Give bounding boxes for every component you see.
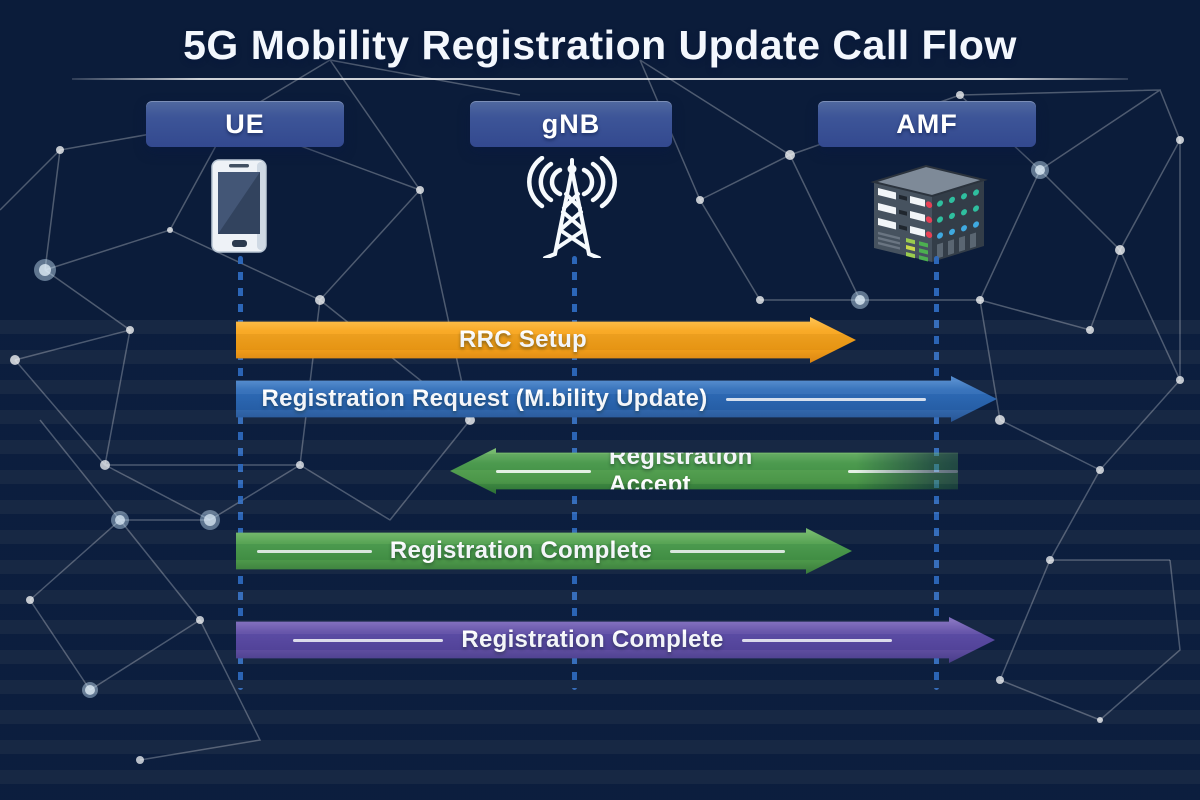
message-arrow-registration-complete-gnb: Registration Complete [236, 528, 852, 574]
smartphone-icon [211, 159, 267, 253]
message-label: Registration Complete [389, 537, 653, 564]
entity-label-ue: UE [225, 108, 265, 139]
title-underline [72, 78, 1128, 80]
lifeline-ue [238, 256, 243, 690]
message-arrow-registration-complete-amf: Registration Complete [236, 617, 995, 663]
message-label: RRC Setup [458, 326, 588, 353]
radio-tower-icon [527, 156, 617, 258]
entity-box-gnb: gNB [470, 101, 672, 147]
arrow-line-decoration [742, 639, 892, 642]
arrow-line-decoration [726, 398, 926, 401]
message-arrow-registration-request: Registration Request (M.bility Update) [236, 376, 997, 422]
entity-box-amf: AMF [818, 101, 1036, 147]
entity-label-gnb: gNB [541, 108, 601, 139]
arrow-line-decoration [293, 639, 443, 642]
message-arrow-registration-accept: Registration Accept [450, 448, 958, 494]
message-label: Registration Request (M.bility Update) [261, 385, 708, 412]
arrow-line-decoration [670, 550, 785, 553]
arrow-line-decoration [496, 469, 591, 473]
message-arrow-rrc-setup: RRC Setup [236, 317, 856, 363]
entity-box-ue: UE [146, 101, 344, 147]
message-label: Registration Complete [461, 626, 724, 653]
server-icon [870, 164, 988, 262]
page-title: 5G Mobility Registration Update Call Flo… [183, 22, 1017, 68]
arrow-line-decoration [257, 550, 372, 553]
message-label: Registration Accept [609, 443, 753, 498]
entity-label-amf: AMF [896, 108, 958, 139]
arrow-line-decoration [848, 469, 958, 473]
